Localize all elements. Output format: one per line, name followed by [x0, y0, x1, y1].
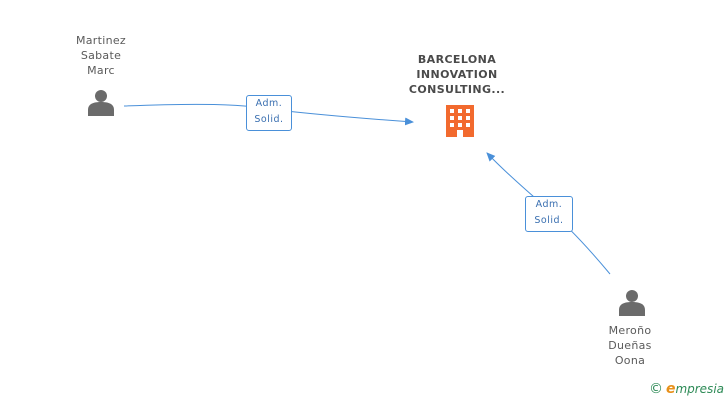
edge-label-line: Solid. — [254, 114, 284, 125]
person-name-line: Oona — [614, 354, 646, 367]
person-icon[interactable] — [88, 90, 114, 116]
person-label-martinez[interactable]: Martinez Sabate Marc — [56, 33, 146, 78]
person-name-line: Sabate — [80, 49, 122, 62]
brand-name: mpresia — [675, 382, 724, 396]
person-icon[interactable] — [619, 290, 645, 316]
person-label-merono[interactable]: Meroño Dueñas Oona — [588, 323, 672, 368]
person-name-line: Meroño — [608, 324, 652, 337]
brand-letter: e — [665, 381, 676, 397]
edge-label-box[interactable]: Adm. Solid. — [525, 196, 573, 232]
edge-label-line: Adm. — [255, 98, 283, 109]
person-name-line: Marc — [87, 64, 115, 77]
brand-logo[interactable]: © empresia — [649, 381, 724, 397]
company-name-line: BARCELONA — [417, 53, 497, 66]
edge-label-box[interactable]: Adm. Solid. — [246, 95, 292, 131]
edge-label-line: Adm. — [535, 199, 563, 210]
company-name-line: INNOVATION — [416, 68, 498, 81]
person-name-line: Martinez — [75, 34, 127, 47]
edge-label-line: Solid. — [534, 215, 564, 226]
company-label[interactable]: BARCELONA INNOVATION CONSULTING... — [392, 52, 522, 97]
company-name-line: CONSULTING... — [408, 83, 506, 96]
copyright-icon: © — [648, 381, 663, 397]
building-icon[interactable] — [446, 105, 474, 137]
person-name-line: Dueñas — [608, 339, 652, 352]
